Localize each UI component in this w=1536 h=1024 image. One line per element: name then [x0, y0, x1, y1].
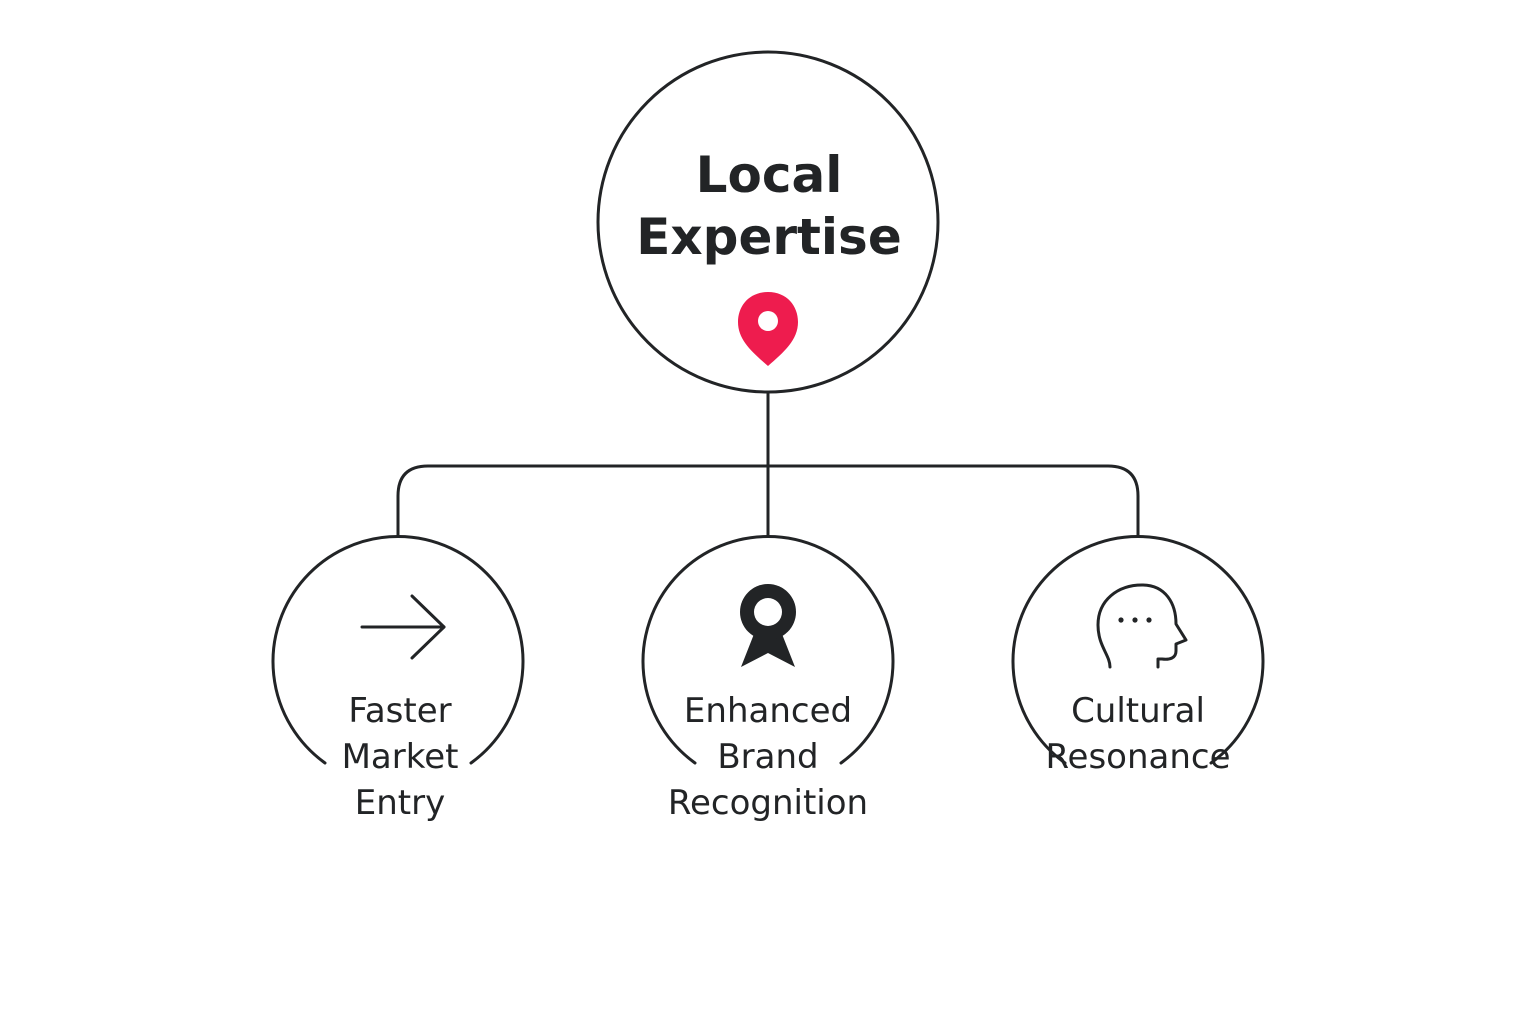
child-node-2	[1011, 535, 1265, 765]
child-arc-2	[1011, 535, 1265, 765]
child-label-line: Entry	[354, 783, 446, 823]
connector-lines	[396, 390, 1140, 538]
child-label-line: Brand	[717, 737, 819, 777]
child-node-0	[271, 535, 525, 765]
child-label-line: Market	[341, 737, 459, 777]
child-label-line: Cultural	[1071, 691, 1205, 731]
arrow-right-icon	[360, 594, 446, 660]
root-title-line-1: Local	[695, 146, 843, 204]
child-arc-1	[641, 535, 895, 765]
child-label-faster-market-entry: Faster Market Entry	[270, 688, 530, 826]
child-node-1	[641, 535, 895, 765]
child-arc-0	[271, 535, 525, 765]
child-label-cultural-resonance: Cultural Resonance	[1008, 688, 1268, 780]
child-label-line: Recognition	[667, 783, 869, 823]
child-label-line: Faster	[348, 691, 452, 731]
root-node	[596, 50, 940, 394]
root-title-line-2: Expertise	[636, 208, 902, 266]
child-label-line: Enhanced	[683, 691, 853, 731]
child-label-enhanced-brand-recognition: Enhanced Brand Recognition	[638, 688, 898, 826]
award-ribbon-icon	[740, 584, 796, 667]
location-pin-icon	[738, 292, 798, 366]
head-thinking-icon	[1096, 583, 1188, 669]
child-label-line: Resonance	[1045, 737, 1231, 777]
root-title: Local Expertise	[569, 144, 969, 268]
root-circle	[596, 50, 940, 394]
